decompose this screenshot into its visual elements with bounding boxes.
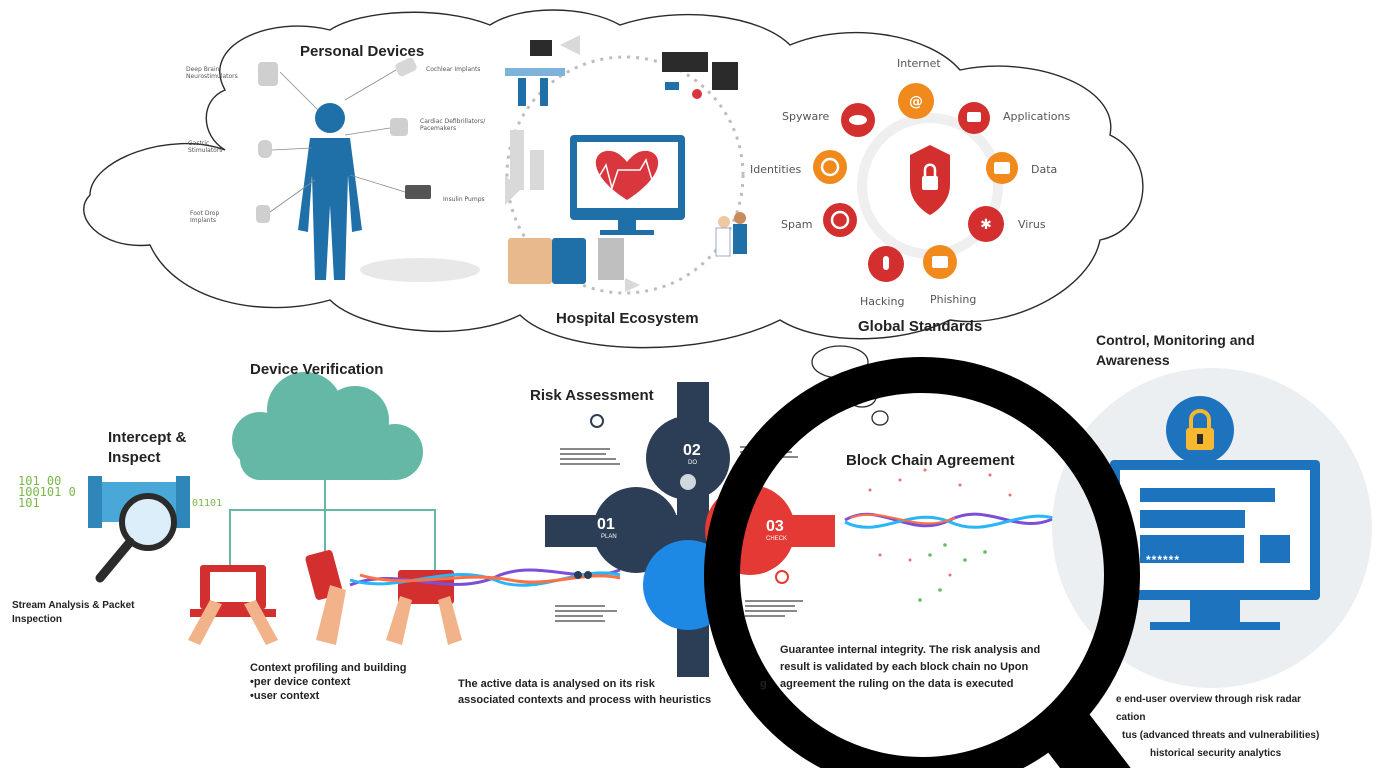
- spyware-label: Spyware: [782, 110, 830, 123]
- pdca-number-01: 01: [597, 516, 615, 533]
- internet-label: Internet: [897, 57, 941, 70]
- bubble-small: [871, 410, 889, 426]
- risk-caption: The active data is analysed on its risk …: [458, 678, 712, 706]
- hospital-ecosystem-title: Hospital Ecosystem: [556, 310, 699, 327]
- svg-text:✱: ✱: [980, 217, 992, 233]
- risk-icons: [574, 414, 789, 584]
- pdca-label-check: CHECK: [766, 536, 788, 542]
- svg-text:@: @: [909, 94, 923, 110]
- virus-label: Virus: [1018, 218, 1046, 231]
- device-caption-line-3: •user context: [250, 690, 320, 702]
- blockchain-title: Block Chain Agreement: [846, 452, 1015, 469]
- control-caption-line-4: historical security analytics: [1150, 748, 1282, 759]
- control-caption-line-3: tus (advanced threats and vulnerabilitie…: [1122, 730, 1320, 741]
- intercept-inspect-title: Intercept & Inspect: [108, 429, 187, 466]
- control-caption-line-1: e end-user overview through risk radar: [1116, 694, 1302, 705]
- applications-label: Applications: [1003, 110, 1071, 123]
- pdca-number-02: 02: [683, 442, 701, 459]
- password-mask: ******: [1146, 553, 1181, 567]
- security-ring-illustration: @ ✱: [813, 83, 1018, 282]
- foot-drop-label: Foot Drop Implants: [190, 210, 220, 224]
- device-verification-title: Device Verification: [250, 361, 384, 378]
- gastric-label: Gastric Stimulators: [188, 140, 223, 154]
- human-figure-illustration: [298, 103, 362, 280]
- binary-stream-left: 101 00 100101 0 101: [18, 474, 76, 510]
- deep-brain-label: Deep Brain Neurostimulators: [186, 66, 238, 80]
- hacking-label: Hacking: [860, 295, 905, 308]
- heart-monitor-illustration: [570, 135, 685, 235]
- control-monitoring-title: Control, Monitoring and Awareness: [1096, 332, 1255, 368]
- intercept-caption: Stream Analysis & Packet Inspection: [12, 600, 135, 625]
- magnifying-glass-overlay: [704, 357, 1140, 768]
- pdca-number-03: 03: [766, 518, 784, 535]
- hospital-ring: [505, 55, 745, 295]
- cochlear-label: Cochlear Implants: [426, 66, 481, 73]
- pipe-illustration: [88, 476, 190, 583]
- spam-label: Spam: [781, 218, 813, 231]
- identities-label: Identities: [750, 163, 802, 176]
- personal-devices-title: Personal Devices: [300, 43, 425, 60]
- global-standards-title: Global Standards: [858, 318, 983, 335]
- phishing-label: Phishing: [930, 293, 977, 306]
- data-label: Data: [1031, 163, 1058, 176]
- device-caption-line-2: •per device context: [250, 676, 351, 688]
- control-caption-line-2: cation: [1116, 712, 1146, 723]
- blockchain-wave-illustration: [844, 468, 1061, 602]
- pdca-label-plan: PLAN: [601, 534, 617, 540]
- binary-stream-right: 01101: [192, 498, 223, 509]
- insulin-label: Insulin Pumps: [443, 196, 485, 203]
- cardiac-label: Cardiac Defibrillators/ Pacemakers: [420, 118, 486, 132]
- device-caption-line-1: Context profiling and building: [250, 662, 407, 674]
- pdca-label-do: DO: [688, 460, 697, 466]
- device-cloud-illustration: [232, 372, 423, 480]
- blockchain-caption: Guarantee internal integrity. The risk a…: [780, 644, 1041, 690]
- risk-assessment-title: Risk Assessment: [530, 387, 654, 404]
- risk-caption-tail: g: [760, 678, 767, 690]
